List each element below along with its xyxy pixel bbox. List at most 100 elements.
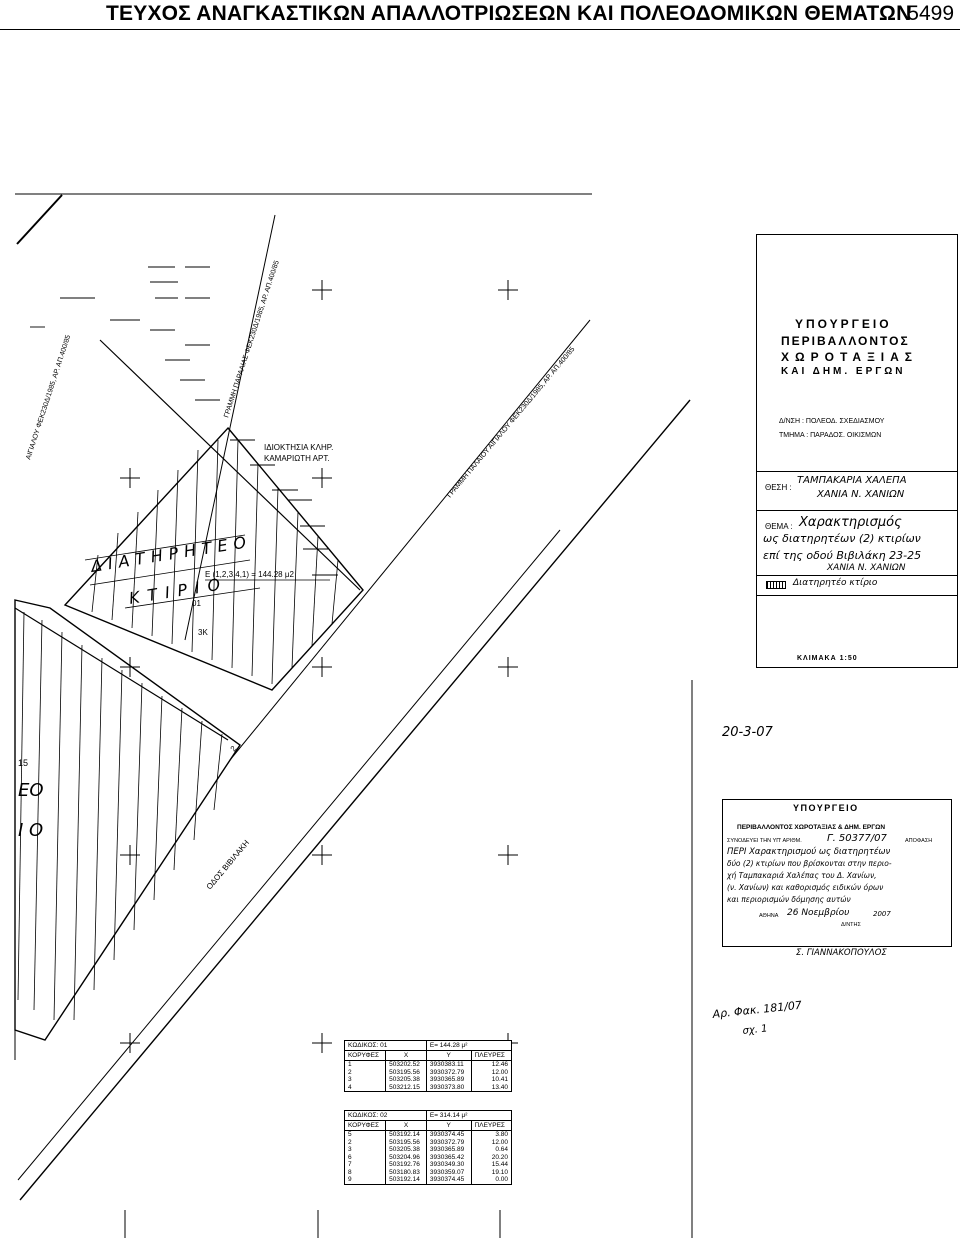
stamp-line-6: χή Ταμπακαριά Χαλέπας του Δ. Χανίων, — [727, 871, 877, 880]
scale-label: ΚΛΙΜΑΚΑ 1:50 — [797, 655, 858, 662]
cell-side: 0.64 — [470, 1146, 513, 1154]
cell-side: 19.10 — [470, 1168, 513, 1176]
stamp-line-7: (ν. Χανίων) και καθορισμός ειδικών όρων — [727, 883, 884, 892]
table-row: 7 503192.76 3930349.30 15.44 — [343, 1161, 513, 1169]
cell-x: 503192.76 — [385, 1161, 427, 1169]
col-header-x: Χ — [385, 1050, 427, 1061]
header-rule — [0, 29, 960, 30]
stamp-line-2: ΠΕΡΙΒΑΛΛΟΝΤΟΣ ΧΩΡΟΤΑΞΙΑΣ & ΔΗΜ. ΕΡΓΩΝ — [737, 824, 886, 831]
cell-side: 10.41 — [470, 1076, 513, 1084]
title-block-divider-4 — [757, 595, 957, 596]
thema-value-4: ΧΑΝΙΑ Ν. ΧΑΝΙΩΝ — [827, 563, 906, 573]
beach-line-mid — [184, 214, 276, 641]
stamp-line-3-suffix: ΑΠΟΦΑΣΗ — [905, 838, 933, 844]
street-label: ΟΔΟΣ ΒΙΒΙΛΑΚΗ — [205, 838, 252, 891]
vertex-label-2: 2 — [229, 744, 239, 754]
cell-y: 3930365.89 — [425, 1146, 472, 1154]
cell-y: 3930383.11 — [425, 1060, 472, 1069]
cell-side: 12.00 — [470, 1138, 513, 1146]
thesi-value-2: ΧΑΝΙΑ Ν. ΧΑΝΙΩΝ — [817, 489, 905, 500]
ministry-line-2: ΠΕΡΙΒΑΛΛΟΝΤΟΣ — [781, 334, 910, 348]
cell-vertex: 8 — [343, 1168, 387, 1176]
thesi-value-1: ΤΑΜΠΑΚΑΡΙΑ ΧΑΛΕΠΑ — [797, 475, 907, 486]
beach-line-label: ΓΡΑΜΜΗ ΠΑΡΑΛΙΑΣ ΦΕΚ230Δ/1985, ΑΡ. ΑΠ.400… — [223, 260, 281, 419]
col-header-sides: ΠΛΕΥΡΕΣ — [470, 1120, 513, 1131]
cell-x: 503195.56 — [385, 1068, 427, 1076]
edge-label-eo: ΕΟ — [18, 780, 44, 801]
stamp-line-5: δύο (2) κτιρίων που βρίσκονται στην περι… — [727, 859, 892, 868]
hatch-building-02 — [17, 611, 223, 1021]
thema-label: ΘΕΜΑ : — [765, 522, 793, 531]
building-02-outline — [14, 599, 241, 1041]
stamp-date: 26 Νοεμβρίου — [787, 908, 850, 918]
cell-x: 503212.15 — [385, 1083, 427, 1092]
coord-table-01-code: ΚΩΔΙΚΟΣ: 01 — [344, 1040, 427, 1051]
cell-y: 3930365.42 — [425, 1153, 472, 1161]
title-block: ΥΠΟΥΡΓΕΙΟ ΠΕΡΙΒΑΛΛΟΝΤΟΣ ΧΩΡΟΤΑΞΙΑΣ ΚΑΙ Δ… — [756, 234, 958, 668]
cell-side: 13.40 — [470, 1083, 513, 1092]
cell-x: 503192.14 — [385, 1176, 427, 1185]
cell-x: 503195.56 — [385, 1138, 427, 1146]
cell-side: 3.80 — [470, 1130, 513, 1139]
cell-x: 503192.14 — [385, 1130, 427, 1139]
cell-y: 3930373.80 — [425, 1083, 472, 1092]
stamp-line-1: ΥΠΟΥΡΓΕΙΟ — [793, 803, 859, 813]
coord-table-02: ΚΩΔΙΚΟΣ: 02 Ε= 314.14 μ² ΚΟΡΥΦΕΣ Χ Υ ΠΛΕ… — [343, 1110, 513, 1185]
stamp-decision-number: Γ. 50377/07 — [827, 833, 887, 844]
cell-y: 3930372.79 — [425, 1068, 472, 1076]
page-header: ΤΕΥΧΟΣ ΑΝΑΓΚΑΣΤΙΚΩΝ ΑΠΑΛΛΟΤΡΙΩΣΕΩΝ ΚΑΙ Π… — [0, 0, 960, 30]
table-row: 1 503202.52 3930383.11 12.46 — [343, 1060, 513, 1069]
table-row: 6 503204.96 3930365.42 20.20 — [343, 1153, 513, 1161]
cell-vertex: 2 — [343, 1138, 387, 1146]
street-line-inner — [17, 529, 561, 1181]
stamp-line-4: ΠΕΡΙ Χαρακτηρισμού ως διατηρητέων — [727, 847, 891, 857]
directorate-line-1: Δ/ΝΣΗ : ΠΟΛΕΟΔ. ΣΧΕΔΙΑΣΜΟΥ — [779, 418, 885, 425]
stamp-city: ΑΘΗΝΑ — [759, 913, 779, 919]
ministry-line-1: ΥΠΟΥΡΓΕΙΟ — [795, 317, 892, 331]
coord-table-02-area: Ε= 314.14 μ² — [425, 1110, 513, 1121]
cell-vertex: 6 — [343, 1153, 387, 1161]
cell-side: 15.44 — [470, 1161, 513, 1169]
col-header-vertices: ΚΟΡΥΦΕΣ — [343, 1120, 387, 1131]
col-header-sides: ΠΛΕΥΡΕΣ — [470, 1050, 513, 1061]
handwritten-date: 20-3-07 — [722, 725, 773, 740]
stamp-line-8: και περιορισμών δόμησης αυτών — [727, 895, 851, 904]
legend-hatch-swatch — [766, 581, 786, 589]
thema-value-2: ως διατηρητέων (2) κτιρίων — [763, 532, 921, 545]
table-row: 9 503192.14 3930374.45 0.00 — [343, 1176, 513, 1185]
cell-side: 20.20 — [470, 1153, 513, 1161]
shore-diagonal-topleft — [16, 194, 63, 245]
cell-y: 3930374.45 — [425, 1176, 472, 1185]
cell-vertex: 5 — [343, 1130, 387, 1139]
cell-x: 503202.52 — [385, 1060, 427, 1069]
table-row: 5 503192.14 3930374.45 3.80 — [343, 1130, 513, 1139]
col-header-y: Υ — [425, 1050, 472, 1061]
col-header-y: Υ — [425, 1120, 472, 1131]
edge-label-io: Ι Ο — [18, 820, 43, 841]
signature-name: Σ. ΓΙΑΝΝΑΚΟΠΟΥΛΟΣ — [796, 948, 887, 958]
col-header-x: Χ — [385, 1120, 427, 1131]
old-shore-line-label: ΓΡΑΜΜΗ ΠΑΛΑΙΟΥ ΑΙΓΙΑΛΟΥ ΦΕΚ230Δ/1985, ΑΡ… — [446, 346, 576, 499]
street-line-outer — [19, 399, 691, 1201]
owner-label-1: ΙΔΙΟΚΤΗΣΙΑ ΚΛΗΡ. — [264, 443, 333, 452]
col-header-vertices: ΚΟΡΥΦΕΣ — [343, 1050, 387, 1061]
cell-x: 503205.38 — [385, 1076, 427, 1084]
table-row: 3 503205.38 3930365.89 10.41 — [343, 1076, 513, 1084]
cell-y: 3930365.89 — [425, 1076, 472, 1084]
cell-vertex: 9 — [343, 1176, 387, 1185]
stamp-line-3-prefix: ΣΥΝΟΔΕΥΕΙ ΤΗΝ ΥΠ' ΑΡΙΘΜ. — [727, 838, 802, 844]
old-shore-line — [229, 319, 591, 761]
thesi-label: ΘΕΣΗ : — [765, 483, 792, 492]
cell-side: 12.00 — [470, 1068, 513, 1076]
cell-y: 3930374.45 — [425, 1130, 472, 1139]
cell-x: 503180.83 — [385, 1168, 427, 1176]
directorate-line-2: ΤΜΗΜΑ : ΠΑΡΑΔΟΣ. ΟΙΚΙΣΜΩΝ — [779, 432, 882, 439]
cell-vertex: 3 — [343, 1076, 387, 1084]
owner-label-2: ΚΑΜΑΡΙΩΤΗ ΑΡΤ. — [264, 454, 330, 463]
cell-vertex: 1 — [343, 1060, 387, 1069]
cell-vertex: 4 — [343, 1083, 387, 1092]
cell-y: 3930359.07 — [425, 1168, 472, 1176]
grid-crosses — [120, 280, 518, 1053]
cell-x: 503204.96 — [385, 1153, 427, 1161]
